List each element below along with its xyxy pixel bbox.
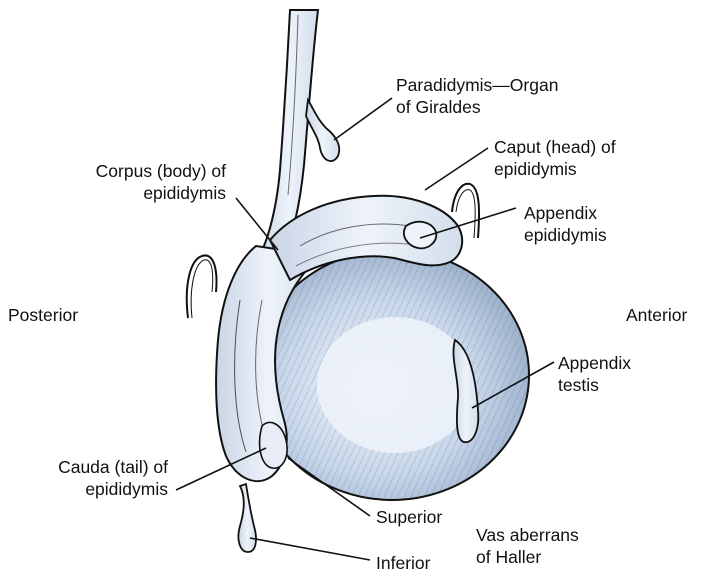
label-appendix-testis: Appendix testis	[558, 353, 631, 395]
label-vas-aberrans: Vas aberrans of Haller	[476, 525, 579, 567]
posterior-vessel-loop	[185, 254, 218, 319]
cauda-lobes	[258, 421, 288, 469]
appendix-testis-shape	[452, 338, 480, 444]
label-superior: Superior	[376, 507, 443, 527]
vas-aberrans-shape	[237, 482, 257, 553]
leader-lines	[175, 97, 555, 561]
label-caput: Caput (head) of epididymis	[494, 137, 616, 179]
caput-shape	[268, 194, 464, 282]
label-paradidymis: Paradidymis—Organ of Giraldes	[396, 75, 559, 117]
label-posterior: Posterior	[8, 305, 79, 325]
epididymis-body	[215, 244, 325, 483]
label-appendix-epididymis: Appendix epididymis	[524, 203, 607, 245]
testis	[254, 249, 530, 501]
label-corpus: Corpus (body) of epididymis	[95, 161, 226, 203]
paradidymis-shape	[305, 97, 341, 162]
anterior-vessel-loop	[451, 182, 480, 239]
label-inferior: Inferior	[376, 553, 431, 573]
label-anterior: Anterior	[626, 305, 688, 325]
appendix-epididymis-shape	[403, 220, 438, 250]
label-cauda: Cauda (tail) of epididymis	[58, 457, 168, 499]
